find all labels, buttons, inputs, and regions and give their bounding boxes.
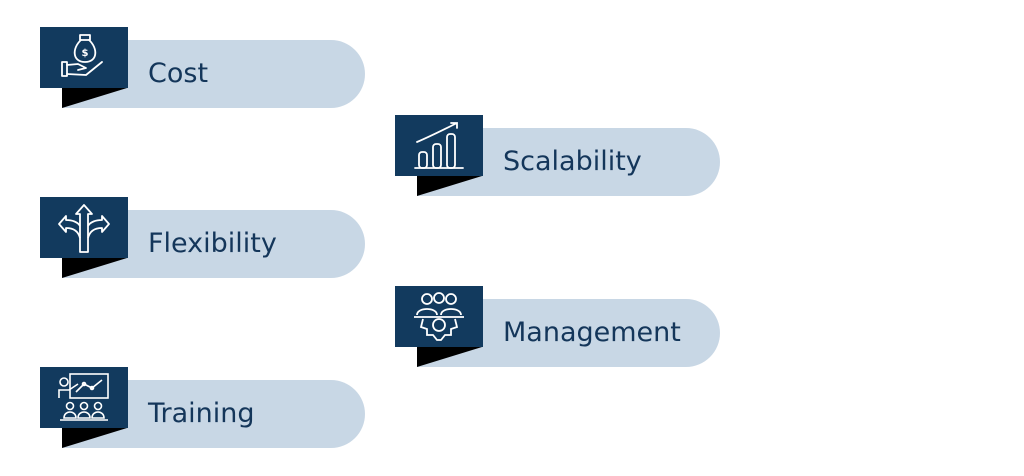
item-cost: $ Cost (40, 27, 365, 109)
svg-text:$: $ (82, 48, 89, 59)
shadow-triangle (62, 258, 127, 278)
item-label: Scalability (503, 146, 642, 177)
split-arrows-icon (40, 197, 128, 258)
bar-chart-growth-icon (395, 115, 483, 176)
shadow-triangle (62, 428, 127, 448)
shadow-triangle (62, 88, 127, 108)
item-scalability: Scalability (395, 115, 720, 197)
team-gear-icon (395, 286, 483, 347)
money-bag-hand-icon: $ (40, 27, 128, 88)
item-label: Cost (148, 58, 209, 89)
presentation-audience-icon (40, 367, 128, 428)
shadow-triangle (417, 176, 482, 196)
item-training: Training (40, 367, 365, 449)
item-label: Training (148, 398, 255, 429)
item-label: Flexibility (148, 228, 277, 259)
item-flexibility: Flexibility (40, 197, 365, 279)
item-management: Management (395, 286, 720, 368)
item-label: Management (503, 317, 681, 348)
shadow-triangle (417, 347, 482, 367)
